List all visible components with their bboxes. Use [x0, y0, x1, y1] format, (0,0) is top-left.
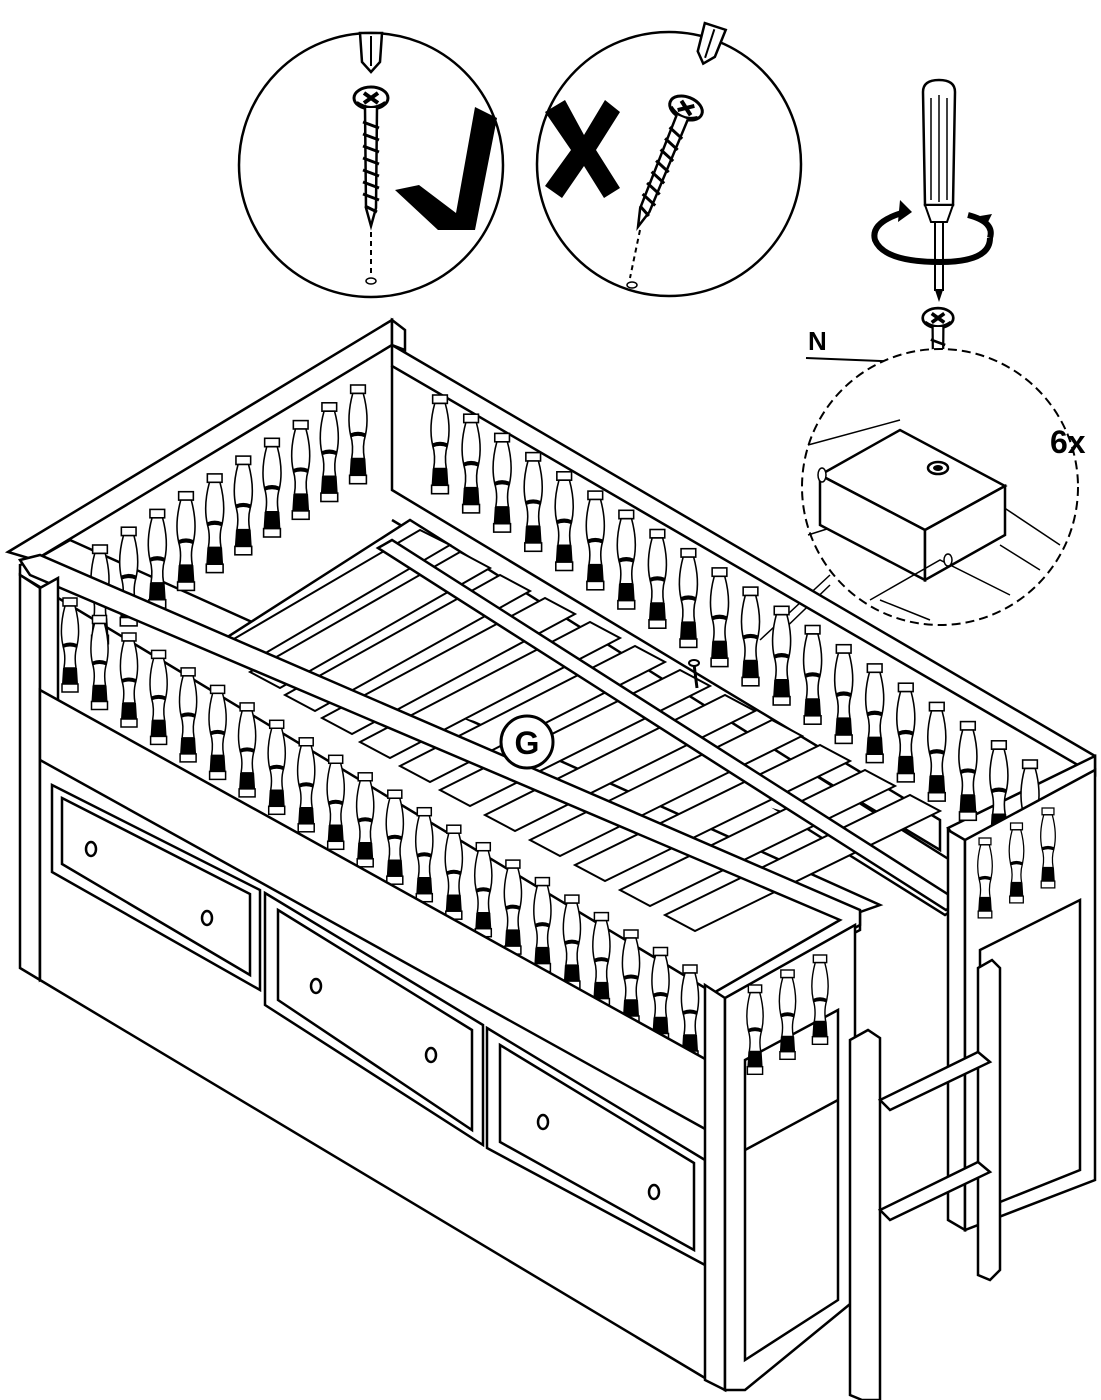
baluster — [461, 413, 481, 514]
baluster — [740, 586, 761, 687]
baluster — [290, 419, 311, 521]
baluster — [385, 789, 405, 885]
baluster — [977, 837, 993, 919]
drawer-knob — [84, 840, 98, 858]
baluster — [319, 402, 340, 503]
baluster — [709, 567, 730, 668]
baluster — [178, 667, 198, 763]
baluster — [554, 471, 575, 572]
baluster — [621, 929, 641, 1025]
baluster — [1040, 807, 1056, 889]
drawer-3 — [485, 1025, 707, 1268]
baluster — [647, 528, 668, 629]
rotate-arrow-icon — [871, 200, 994, 266]
baluster — [562, 894, 582, 990]
baluster — [746, 984, 764, 1076]
baluster — [60, 597, 80, 693]
baluster — [523, 451, 544, 553]
baluster — [147, 508, 168, 609]
baluster — [680, 964, 700, 1060]
incorrect-screw-inset — [535, 21, 803, 298]
drawer-knob — [647, 1183, 661, 1201]
baluster — [414, 806, 434, 903]
part-label-n: N — [808, 326, 827, 356]
baluster — [533, 876, 552, 973]
baluster — [651, 946, 670, 1043]
svg-text:G: G — [515, 725, 540, 761]
baluster — [678, 547, 699, 649]
screwdriver-tip-icon — [696, 21, 728, 66]
drawer-knob — [536, 1113, 550, 1131]
screwdriver-tip-icon — [358, 31, 384, 74]
baluster — [592, 911, 611, 1008]
baluster — [616, 509, 637, 610]
baluster — [208, 684, 227, 781]
baluster — [262, 437, 282, 538]
baluster — [1008, 822, 1025, 904]
checkmark-icon — [395, 107, 497, 230]
baluster — [204, 473, 225, 574]
baluster — [149, 649, 168, 746]
baluster — [473, 841, 493, 938]
drawer-knob — [424, 1046, 438, 1064]
baluster — [811, 954, 829, 1046]
baluster — [267, 719, 287, 816]
drawer-knob — [200, 909, 214, 927]
part-label-g: G — [499, 714, 555, 770]
baluster — [326, 754, 346, 851]
baluster — [176, 490, 196, 592]
drawer-knob — [309, 977, 323, 995]
baluster — [233, 455, 254, 556]
baluster — [864, 663, 885, 764]
baluster — [778, 969, 797, 1061]
baluster — [503, 859, 523, 955]
baluster — [444, 824, 464, 920]
baluster — [90, 614, 109, 711]
baluster — [958, 720, 978, 822]
baluster — [348, 384, 368, 485]
x-mark-icon — [545, 100, 620, 198]
baluster — [833, 643, 854, 745]
ladder — [848, 958, 1002, 1400]
baluster — [355, 772, 375, 868]
baluster — [296, 737, 316, 833]
small-screw-icon — [688, 659, 700, 689]
baluster — [895, 682, 916, 783]
correct-screw-inset — [237, 31, 505, 299]
baluster — [430, 394, 450, 495]
baluster — [585, 490, 606, 591]
detail-inset — [801, 348, 1079, 626]
baluster — [771, 605, 792, 706]
screwdriver-icon — [921, 78, 957, 302]
baluster — [492, 432, 512, 533]
baluster — [119, 632, 139, 728]
drawer-2 — [263, 890, 485, 1148]
baluster — [802, 624, 823, 725]
baluster — [237, 702, 257, 798]
drawer-1 — [50, 782, 262, 993]
quantity-label: 6x — [1050, 424, 1086, 460]
baluster — [926, 701, 947, 802]
